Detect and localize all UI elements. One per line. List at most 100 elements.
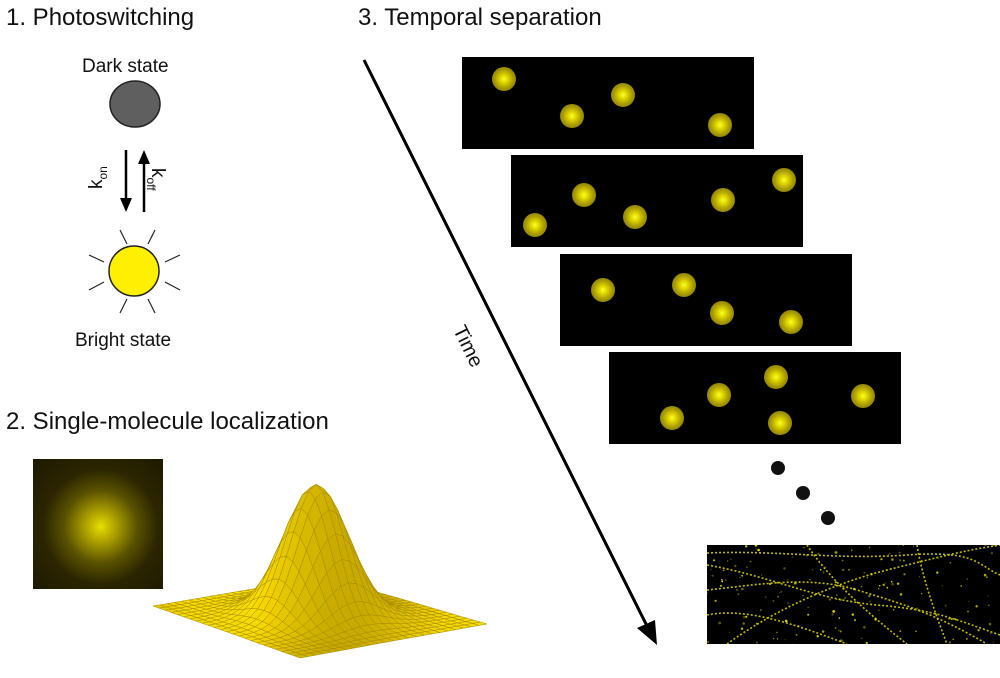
localization-point	[950, 617, 953, 621]
localization-point	[921, 560, 923, 562]
localization-point	[968, 600, 970, 602]
localization-point	[807, 613, 810, 616]
localization-point	[755, 622, 758, 625]
time-arrow	[362, 59, 657, 645]
localization-point	[749, 560, 752, 563]
localization-point	[739, 576, 741, 579]
localization-point	[915, 630, 917, 633]
localization-point	[779, 592, 781, 594]
localization-point	[882, 583, 885, 586]
localization-point	[736, 588, 739, 592]
localization-point	[719, 584, 723, 587]
localization-point	[898, 545, 900, 547]
localization-point	[898, 551, 901, 554]
localization-point	[805, 554, 808, 557]
emitter	[660, 406, 684, 430]
localization-point	[984, 545, 987, 546]
localization-point	[960, 585, 962, 587]
filament	[707, 581, 988, 644]
emitter	[623, 205, 647, 229]
localization-point	[861, 586, 863, 588]
localization-speckle	[707, 545, 995, 644]
localization-point	[811, 569, 814, 571]
dark-state-molecule	[109, 80, 161, 128]
filament	[726, 545, 1000, 644]
frame-1	[462, 57, 754, 149]
k-off-arrowhead	[138, 150, 150, 164]
localization-point	[902, 559, 905, 562]
localization-point	[802, 594, 804, 597]
localization-point	[944, 604, 947, 607]
localization-point	[993, 545, 995, 547]
emitter	[707, 383, 731, 407]
localization-point	[803, 547, 805, 549]
localization-point	[868, 594, 871, 598]
frame-2	[511, 155, 803, 247]
localization-point	[868, 546, 871, 549]
localization-point	[977, 629, 980, 632]
localization-point	[822, 630, 825, 633]
emitter	[611, 83, 635, 107]
localization-point	[792, 643, 794, 644]
localization-point	[837, 629, 840, 632]
sun-rays-icon	[88, 229, 181, 314]
localization-point	[986, 576, 988, 579]
localization-point	[776, 631, 778, 634]
localization-point	[948, 617, 950, 620]
localization-point	[713, 559, 716, 562]
localization-point	[740, 627, 744, 630]
emitter	[764, 365, 788, 389]
localization-point	[896, 582, 900, 585]
localization-point	[941, 585, 943, 587]
localization-point	[844, 596, 847, 600]
localization-point	[988, 622, 992, 626]
localization-point	[863, 571, 866, 574]
localization-point	[824, 566, 827, 568]
localization-point	[948, 641, 951, 644]
localization-point	[848, 568, 850, 571]
localization-point	[987, 595, 989, 597]
localization-point	[816, 635, 819, 638]
localization-point	[869, 600, 871, 602]
localization-point	[898, 559, 902, 562]
localization-point	[887, 554, 890, 556]
localization-point	[836, 598, 838, 600]
localization-point	[768, 582, 772, 586]
surface-mesh-cell	[472, 621, 488, 626]
localization-point	[783, 567, 786, 570]
localization-point	[934, 612, 937, 615]
localization-point	[878, 588, 880, 590]
filament	[806, 545, 908, 644]
localization-point	[777, 595, 780, 598]
localization-point	[952, 638, 955, 641]
localization-point	[784, 619, 788, 623]
localization-point	[743, 615, 746, 619]
localization-point	[795, 633, 798, 636]
bright-state-label: Bright state	[75, 330, 172, 351]
localization-point	[832, 610, 836, 613]
localization-point	[817, 553, 820, 555]
localization-point	[831, 613, 834, 616]
localization-point	[721, 580, 724, 583]
reconstructed-image	[707, 545, 1000, 644]
localization-point	[843, 587, 846, 590]
localization-point	[746, 566, 748, 569]
localization-point	[954, 618, 957, 621]
localization-point	[866, 577, 868, 579]
localization-point	[707, 592, 708, 595]
localization-point	[745, 545, 748, 548]
localization-point	[776, 638, 779, 640]
emitter	[523, 213, 547, 237]
localization-point	[967, 610, 969, 613]
localization-point	[823, 572, 824, 574]
localization-point	[725, 579, 727, 581]
localization-point	[888, 552, 891, 555]
localization-point	[992, 641, 994, 644]
localization-point	[865, 641, 868, 644]
localization-point	[710, 568, 712, 570]
localization-point	[891, 582, 894, 586]
localization-point	[839, 630, 842, 633]
localization-point	[834, 581, 837, 584]
localization-point	[839, 598, 842, 602]
